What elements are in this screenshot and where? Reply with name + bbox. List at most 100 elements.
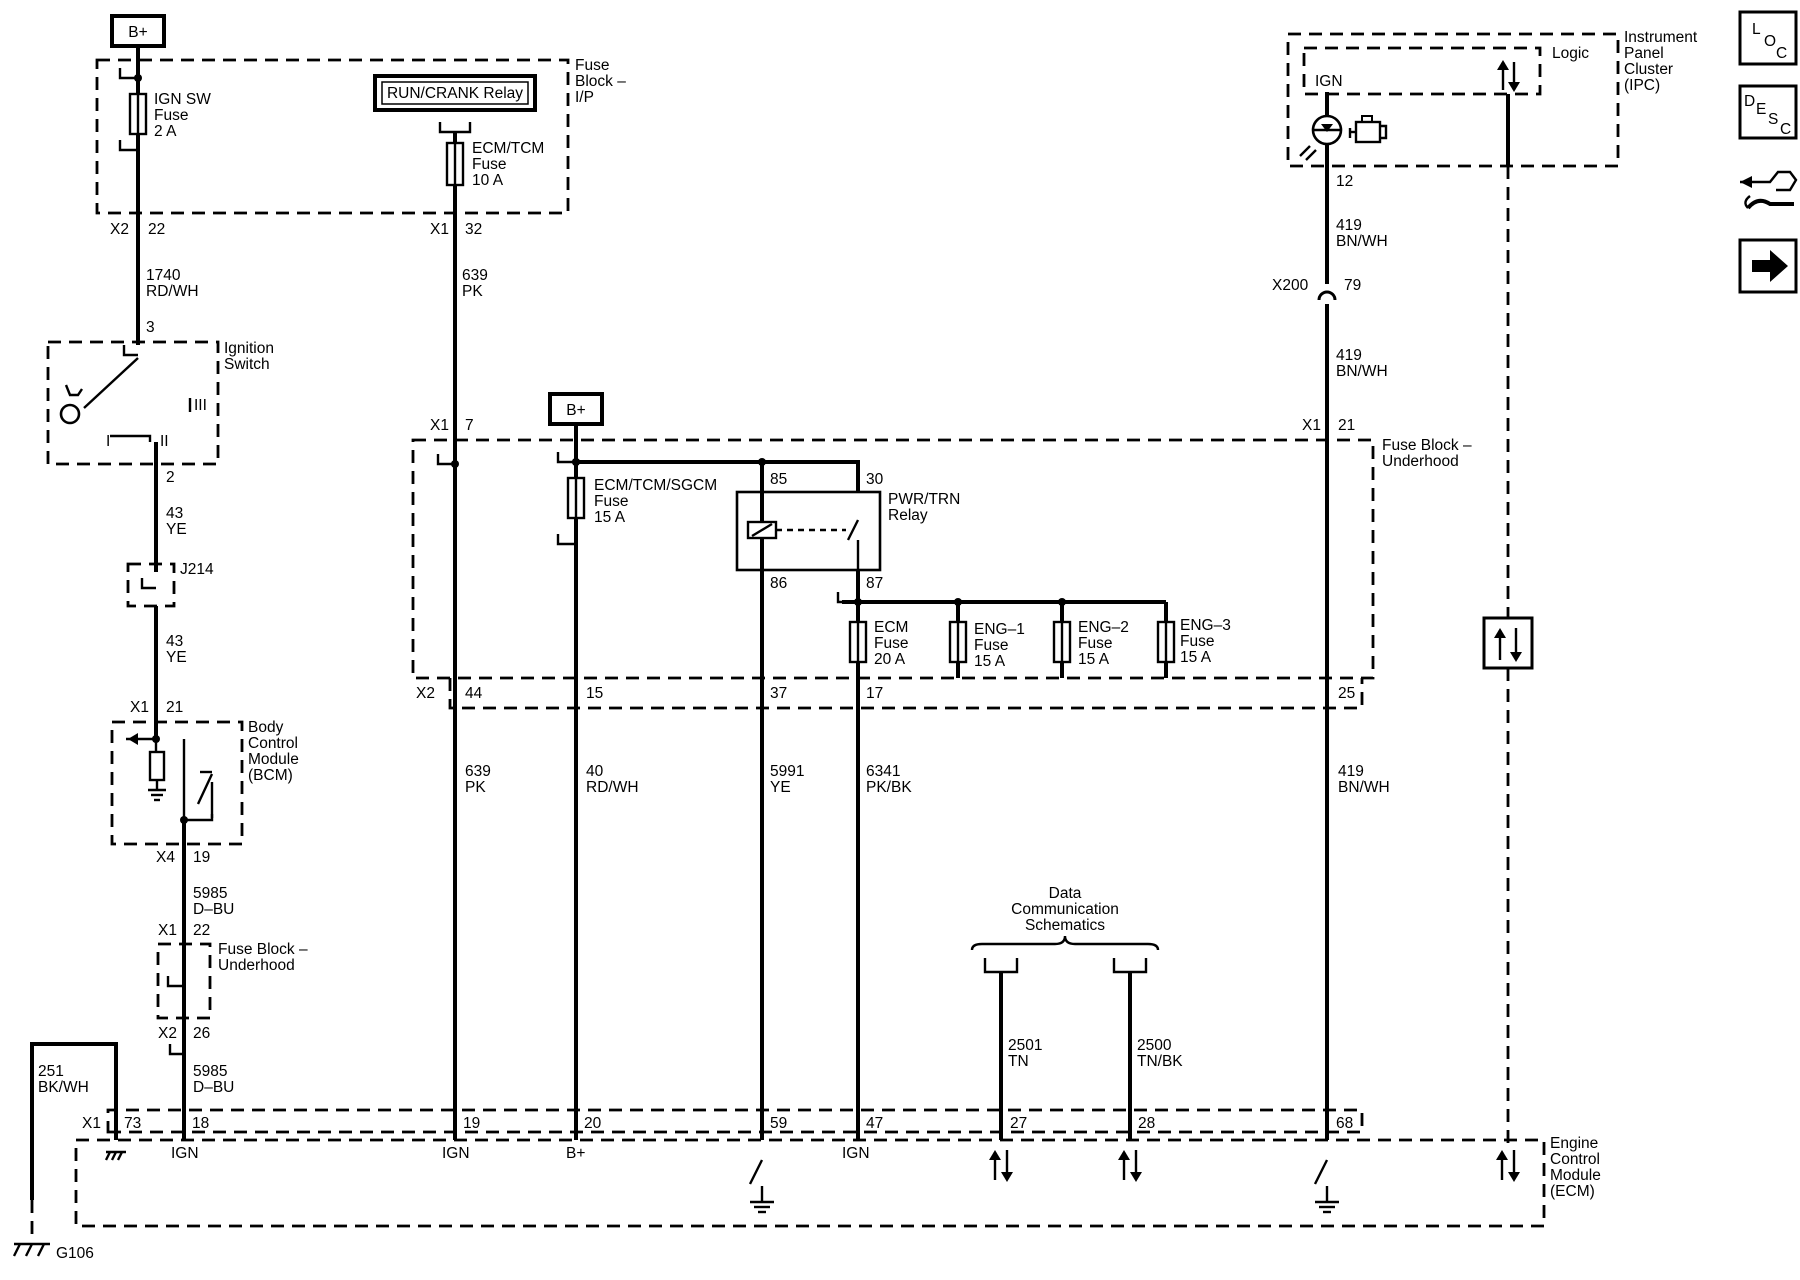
labels-g106-text: G106 xyxy=(56,1245,94,1262)
labels-ecm-2-text: Control xyxy=(1550,1151,1600,1168)
labels-ecm-tcm-sgcm-2-text: Fuse xyxy=(594,493,628,510)
connectors-ecm-73-text: 73 xyxy=(124,1115,141,1132)
labels-ecm-pin-bplus-text: B+ xyxy=(566,1145,585,1162)
connectors-x1-21-uh-pin-text: 21 xyxy=(1338,417,1355,434)
labels-fb-ip-1-text: Fuse xyxy=(575,57,609,74)
side-icons-1-glyphs-3-text: C xyxy=(1780,121,1791,138)
side-icons-1-glyphs-2-text: S xyxy=(1768,111,1778,128)
labels-ecm-pin-ign-3-text: IGN xyxy=(842,1145,870,1162)
labels-run-crank-relay-text: RUN/CRANK Relay xyxy=(387,85,523,102)
connectors-ecm-28-text: 28 xyxy=(1138,1115,1155,1132)
connectors-x200-pin-text: 79 xyxy=(1344,277,1361,294)
wires-w5985a-c-text: D–BU xyxy=(193,901,234,918)
connectors-x2-uh-text: X2 xyxy=(416,685,435,702)
connectors-x1-22-text: X1 xyxy=(158,922,177,939)
wires-w419b-c-text: BN/WH xyxy=(1336,363,1388,380)
labels-ecm-pin-ign-2-text: IGN xyxy=(442,1145,470,1162)
connectors-x1-32-pin-text: 32 xyxy=(465,221,482,238)
connectors-ecm-20-text: 20 xyxy=(584,1115,602,1132)
connectors-x1-21-bcm-pin-text: 21 xyxy=(166,699,183,716)
data-comm-brace xyxy=(970,935,1160,974)
wires-w251-n-text: 251 xyxy=(38,1063,64,1080)
labels-pwr-trn-1-text: PWR/TRN xyxy=(888,491,960,508)
labels-ipc-3-text: Cluster xyxy=(1624,61,1673,78)
labels-data-comm-3-text: Schematics xyxy=(1025,917,1105,934)
labels-eng1-3-text: 15 A xyxy=(974,653,1006,670)
connectors-x2-26-pin-text: 26 xyxy=(193,1025,210,1042)
loc-icon[interactable]: L O C xyxy=(1738,10,1798,66)
wires-w639a-c-text: PK xyxy=(462,283,483,300)
wires-w2500-n-text: 2500 xyxy=(1137,1037,1172,1054)
connectors-relay-87-text: 87 xyxy=(866,575,883,592)
labels-ign-sw-fuse-1-text: IGN SW xyxy=(154,91,211,108)
ecm-ground-switch-59 xyxy=(748,1159,774,1214)
labels-ecm-4-text: (ECM) xyxy=(1550,1183,1595,1200)
connector-end-view-icon[interactable] xyxy=(1740,170,1798,210)
labels-ipc-2-text: Panel xyxy=(1624,45,1664,62)
connectors-ecm-68-text: 68 xyxy=(1336,1115,1353,1132)
wires-w1740-c-text: RD/WH xyxy=(146,283,199,300)
side-icons-0-glyphs-2-text: C xyxy=(1776,45,1787,62)
wires-w2500-c-text: TN/BK xyxy=(1137,1053,1183,1070)
connectors-x1-21-bcm-text: X1 xyxy=(130,699,149,716)
labels-ign-sw-fuse-3-text: 2 A xyxy=(154,123,177,140)
wires-w251-c-text: BK/WH xyxy=(38,1079,89,1096)
side-icons-0-glyphs-0-text: L xyxy=(1752,21,1761,38)
labels-j214-text: J214 xyxy=(180,561,214,578)
connectors-uh-37-text: 37 xyxy=(770,685,787,702)
ipc-serial-arrows xyxy=(1497,60,1520,92)
serial-arrows-ecm xyxy=(1496,1150,1520,1182)
labels-ign-pos-II-text: II xyxy=(160,433,169,450)
labels-ecm-tcm-sgcm-3-text: 15 A xyxy=(594,509,626,526)
wires-w419b-n-text: 419 xyxy=(1336,347,1362,364)
labels-ign-pos-III-text: III xyxy=(194,397,207,414)
wires-w2501-n-text: 2501 xyxy=(1008,1037,1042,1054)
connectors-x1-7-text: X1 xyxy=(430,417,449,434)
next-page-arrow-icon[interactable] xyxy=(1738,238,1798,294)
wires-w5991-c-text: YE xyxy=(770,779,791,796)
connectors-ipc-12-text: 12 xyxy=(1336,173,1353,190)
wires-w5985b-n-text: 5985 xyxy=(193,1063,227,1080)
connectors-x4-19-text: X4 xyxy=(156,849,175,866)
labels-bcm-4-text: (BCM) xyxy=(248,767,293,784)
labels-eng1-1-text: ENG–1 xyxy=(974,621,1025,638)
serial-arrows-28 xyxy=(1118,1150,1142,1182)
connectors-x2-26-text: X2 xyxy=(158,1025,177,1042)
labels-bcm-2-text: Control xyxy=(248,735,298,752)
labels-eng3-3-text: 15 A xyxy=(1180,649,1212,666)
labels-bcm-3-text: Module xyxy=(248,751,299,768)
labels-eng2-1-text: ENG–2 xyxy=(1078,619,1129,636)
labels-bcm-1-text: Body xyxy=(248,719,284,736)
wires-w40-n-text: 40 xyxy=(586,763,604,780)
labels-ipc-ign-text: IGN xyxy=(1315,73,1343,90)
connectors-relay-30-text: 30 xyxy=(866,471,884,488)
connectors-ign-2-text: 2 xyxy=(166,469,175,486)
labels-ign-pos-I-text: I xyxy=(106,433,110,450)
connectors-ecm-59-text: 59 xyxy=(770,1115,787,1132)
wires-w639a-n-text: 639 xyxy=(462,267,488,284)
desc-icon[interactable]: D E S C xyxy=(1738,84,1798,140)
ecm-tcm-fuse xyxy=(445,141,465,187)
labels-eng2-2-text: Fuse xyxy=(1078,635,1112,652)
labels-data-comm-1-text: Data xyxy=(1049,885,1082,902)
ecm-tcm-sgcm-fuse xyxy=(566,476,586,520)
labels-fb-uh-1-text: Fuse Block – xyxy=(1382,437,1472,454)
connectors-relay-85-text: 85 xyxy=(770,471,787,488)
labels-fb-uh-2-text: Underhood xyxy=(1382,453,1459,470)
wires-w419a-c-text: BN/WH xyxy=(1336,233,1388,250)
wires-w639b-c-text: PK xyxy=(465,779,486,796)
connectors-uh-17-text: 17 xyxy=(866,685,883,702)
connectors-relay-86-text: 86 xyxy=(770,575,787,592)
wires-w43b-n-text: 43 xyxy=(166,633,183,650)
wires-w43a-n-text: 43 xyxy=(166,505,183,522)
labels-bplus-mid-text: B+ xyxy=(566,402,585,419)
labels-eng2-3-text: 15 A xyxy=(1078,651,1110,668)
labels-fb-uh-small-2-text: Underhood xyxy=(218,957,295,974)
labels-ipc-4-text: (IPC) xyxy=(1624,77,1660,94)
labels-ecm-tcm-fuse-1-text: ECM/TCM xyxy=(472,140,544,157)
labels-ecm-fuse-1-text: ECM xyxy=(874,619,908,636)
eng-1-fuse xyxy=(948,620,968,664)
x200-connector xyxy=(1317,290,1337,301)
bplus-terminal-top: B+ xyxy=(110,14,166,48)
